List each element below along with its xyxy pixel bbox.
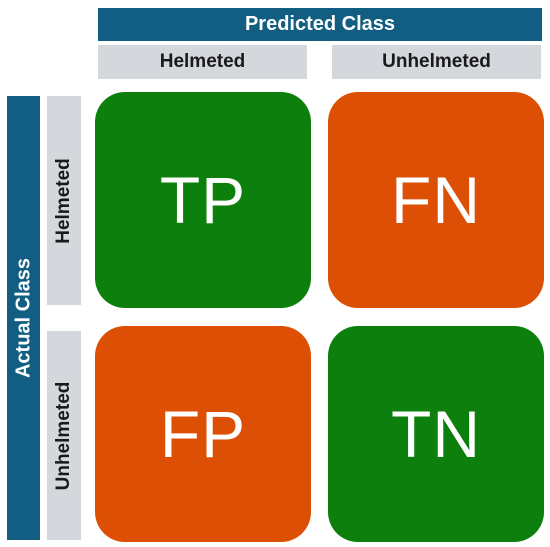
cell-true-negative: TN [328,326,544,542]
cell-label: TN [391,397,481,471]
predicted-class-banner: Predicted Class [98,8,542,41]
cell-label: FN [391,163,481,237]
cell-label: FP [159,397,247,471]
column-header-unhelmeted: Unhelmeted [332,45,541,79]
row-header-unhelmeted: Unhelmeted [47,331,81,540]
column-header-helmeted: Helmeted [98,45,307,79]
cell-false-negative: FN [328,92,544,308]
actual-class-banner: Actual Class [7,96,40,540]
cell-true-positive: TP [95,92,311,308]
column-header-label: Helmeted [159,51,246,72]
row-header-label: Unhelmeted [53,381,74,490]
predicted-class-label: Predicted Class [244,13,396,35]
column-header-label: Unhelmeted [382,51,491,72]
row-header-helmeted: Helmeted [47,96,81,305]
actual-class-label: Actual Class [12,257,34,379]
cell-label: TP [159,163,247,237]
cell-false-positive: FP [95,326,311,542]
row-header-label: Helmeted [53,157,74,244]
